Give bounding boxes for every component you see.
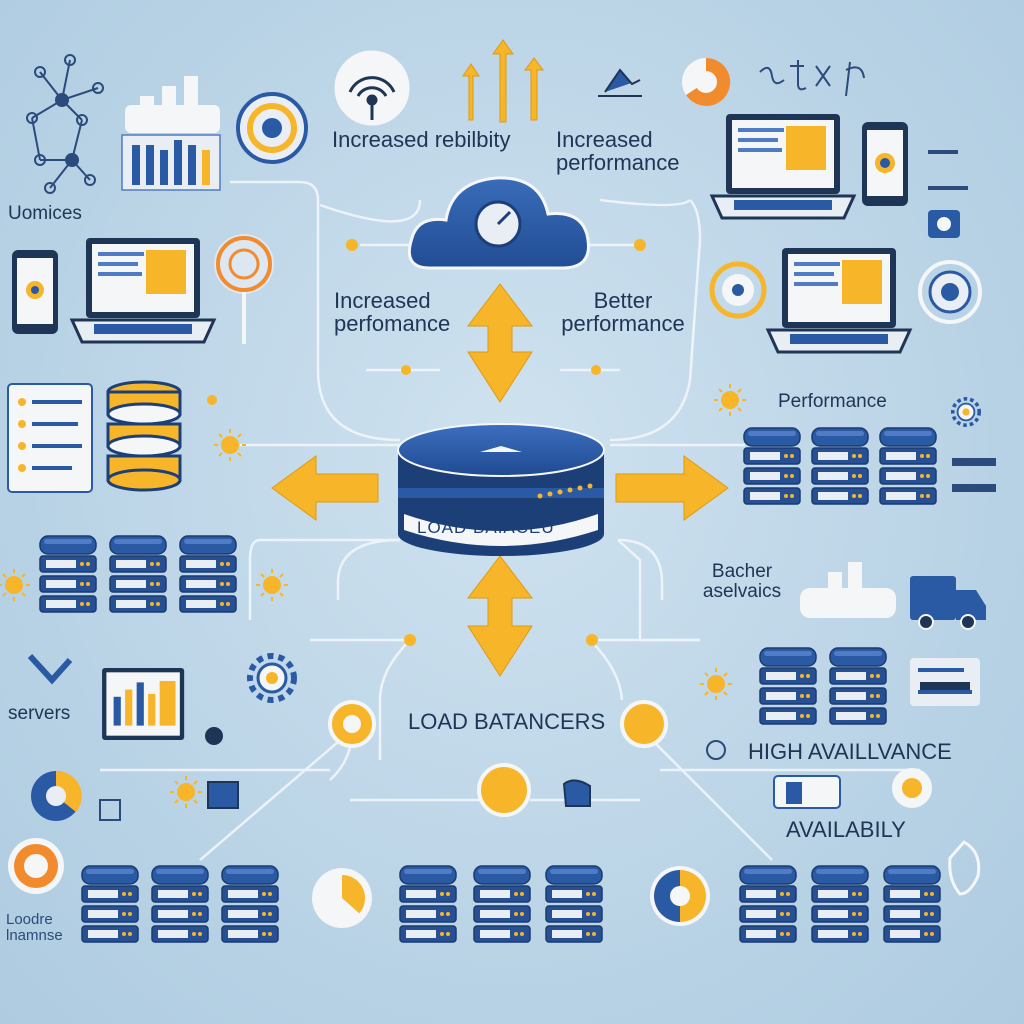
target-icon xyxy=(214,234,274,344)
truck-icon xyxy=(910,576,986,630)
tablet-icon xyxy=(862,122,908,206)
left-arrow-icon xyxy=(271,455,379,521)
label-devices: Uomices xyxy=(8,203,82,224)
bar-chart-icon xyxy=(800,562,896,618)
label-better-services: Bacher aselvaics xyxy=(702,561,782,602)
wifi-icon xyxy=(334,50,410,126)
laptop-icon xyxy=(70,236,216,344)
label-increased-performance-mid: Increased perfomance xyxy=(334,288,451,337)
right-arrow-icon xyxy=(615,455,729,521)
label-better-performance: Better performance xyxy=(561,288,685,337)
label-bottom-left: Loodre lnamnse xyxy=(6,911,63,944)
label-increased-reliability: Increased rebilbity xyxy=(332,127,511,152)
up-down-arrow-icon xyxy=(466,283,534,677)
bar-chart-icon xyxy=(121,76,221,191)
sun-icon xyxy=(699,667,733,701)
info-card-icon xyxy=(706,658,981,896)
label-servers: servers xyxy=(8,703,71,724)
gear-icon xyxy=(236,92,308,164)
badge-icon xyxy=(328,700,668,817)
device-icon xyxy=(27,653,591,809)
pie-chart-icon xyxy=(8,838,64,894)
sun-icon xyxy=(255,568,289,602)
database-icon xyxy=(106,380,182,492)
laptop-icon xyxy=(710,112,856,220)
label-load-batancers: LOAD BATANCERS xyxy=(408,709,606,734)
laptop-icon xyxy=(766,246,912,354)
sun-icon xyxy=(169,775,203,809)
load-balancer-label: LOAD BAIACEU xyxy=(417,518,555,537)
network-nodes-icon xyxy=(26,54,104,194)
glyph-rows xyxy=(99,458,996,821)
document-list-icon xyxy=(7,383,93,493)
label-availability: AVAILABILY xyxy=(786,817,906,842)
pie-chart-icon xyxy=(650,866,710,926)
cloud-icon xyxy=(407,176,590,270)
mountain-chart-icon xyxy=(598,68,642,97)
label-performance: Performance xyxy=(778,391,887,412)
gauge-icon xyxy=(918,260,982,324)
tablet-icon xyxy=(12,250,58,334)
pie-chart-icon xyxy=(312,868,372,928)
label-high-availability: HIGH AVAILLVANCE xyxy=(748,739,952,764)
load-balancer-icon xyxy=(397,423,605,556)
label-increased-performance: Increased performance xyxy=(556,127,680,176)
upload-arrows-icon xyxy=(462,39,544,123)
sun-icon xyxy=(0,568,31,602)
sun-icon xyxy=(713,383,747,417)
pie-chart-icon xyxy=(682,57,731,106)
cog-icon xyxy=(950,396,982,428)
gauge-icon xyxy=(709,261,767,319)
text-glyphs-icon xyxy=(928,150,968,238)
formula-icon xyxy=(759,60,865,97)
pie-chart-icon xyxy=(31,770,82,821)
laptop-icon xyxy=(102,668,185,740)
cog-icon xyxy=(250,656,294,700)
